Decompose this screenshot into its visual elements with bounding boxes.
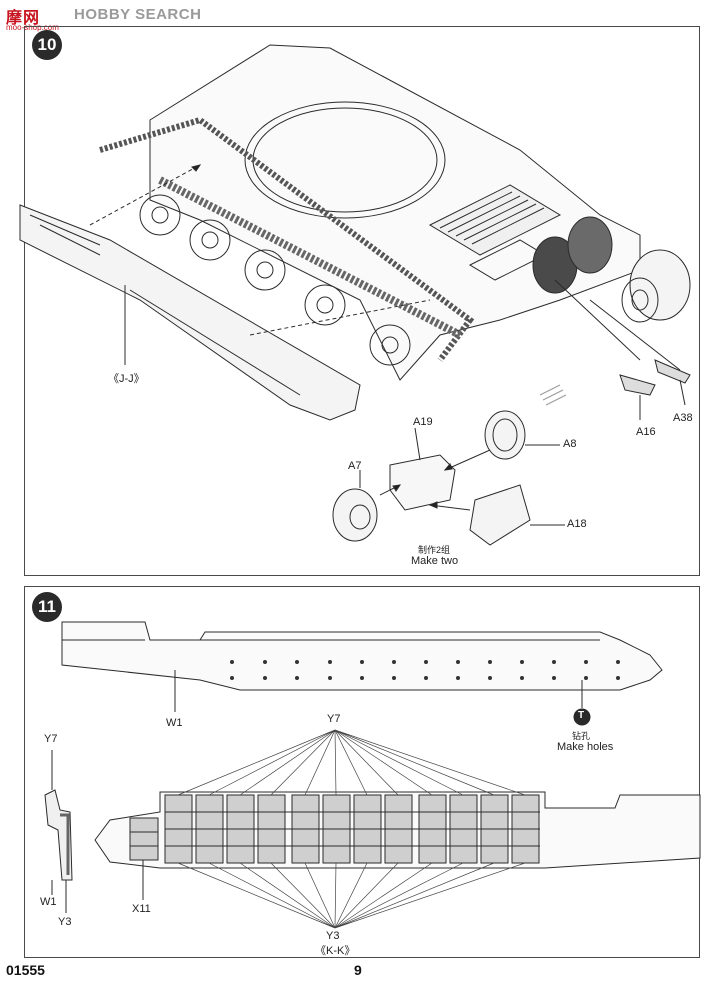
hole-icon-circle bbox=[573, 708, 591, 726]
part-bracket-a38 bbox=[654, 359, 691, 384]
hole-cn: 钻孔 bbox=[572, 731, 591, 741]
watermark-en: HOBBY SEARCH bbox=[74, 6, 202, 23]
label-a38: A38 bbox=[673, 412, 693, 424]
label-y7-left: Y7 bbox=[44, 733, 58, 745]
label-a18: A18 bbox=[567, 518, 587, 530]
note-en: Make two bbox=[411, 555, 459, 567]
storage-boxes bbox=[129, 794, 540, 864]
product-code: 01555 bbox=[6, 962, 45, 978]
step11-frame bbox=[24, 586, 700, 958]
label-x11: X11 bbox=[132, 903, 151, 915]
hole-icon: T bbox=[578, 710, 585, 721]
label-a7: A7 bbox=[348, 460, 362, 472]
label-w1-top: W1 bbox=[166, 717, 183, 729]
watermark-url: moo-shop.com bbox=[6, 23, 59, 32]
leader-fan-bottom bbox=[177, 862, 526, 929]
fender-w1 bbox=[61, 621, 663, 691]
label-jj: 《J-J》 bbox=[108, 373, 145, 385]
step11-badge: 11 bbox=[32, 592, 62, 622]
label-a8: A8 bbox=[563, 438, 577, 450]
hole-en: Make holes bbox=[557, 741, 614, 753]
road-wheel bbox=[139, 194, 181, 236]
label-y3-bottom: Y3 bbox=[326, 930, 340, 942]
label-y3-left: Y3 bbox=[58, 916, 72, 928]
label-y7-top: Y7 bbox=[327, 713, 341, 725]
label-a19: A19 bbox=[413, 416, 433, 428]
label-kk: 《K-K》 bbox=[315, 945, 356, 957]
part-wheel-a7 bbox=[332, 488, 378, 542]
part-shell-a18 bbox=[469, 484, 531, 546]
track-top bbox=[99, 116, 475, 362]
page-number: 9 bbox=[354, 962, 362, 978]
fender-holes bbox=[230, 660, 620, 680]
watermark-cn: 摩网 bbox=[6, 8, 41, 27]
step10-badge: 10 bbox=[32, 30, 62, 60]
part-drum-a38 bbox=[629, 249, 691, 321]
label-a16: A16 bbox=[636, 426, 656, 438]
note-cn: 制作2组 bbox=[418, 545, 451, 555]
step10-frame bbox=[24, 26, 700, 576]
hull-outline bbox=[149, 44, 641, 381]
leader-fan-top bbox=[177, 729, 526, 796]
part-ring-a8 bbox=[484, 410, 526, 460]
engine-deck bbox=[428, 184, 562, 256]
label-w1-left: W1 bbox=[40, 896, 57, 908]
side-view bbox=[44, 789, 73, 881]
fender-jj bbox=[19, 204, 361, 421]
turret-ring bbox=[244, 101, 446, 219]
part-bracket-a16 bbox=[619, 374, 656, 396]
